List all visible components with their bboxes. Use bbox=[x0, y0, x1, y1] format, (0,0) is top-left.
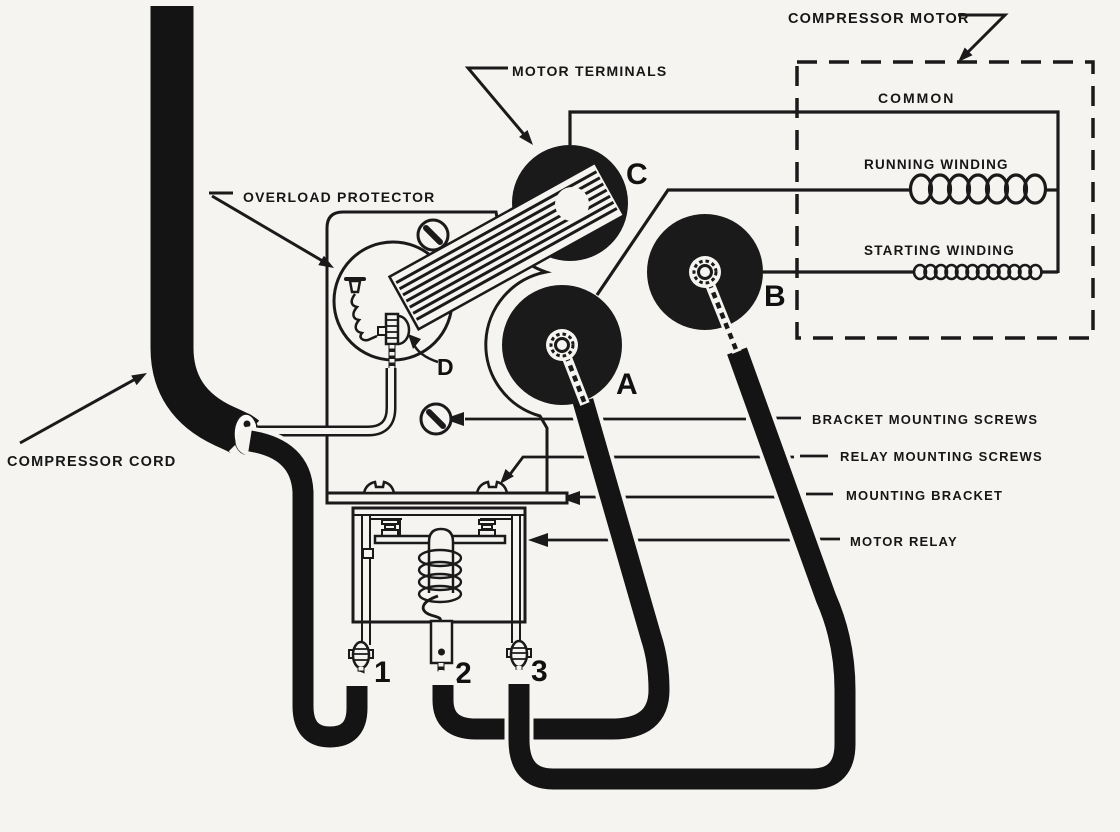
bracket-screw-mid bbox=[419, 402, 453, 436]
arrow-icon bbox=[519, 130, 533, 145]
dashed-enclosure bbox=[795, 60, 1095, 340]
relay-rail-left bbox=[361, 515, 371, 645]
callout-terminal-d: D bbox=[408, 334, 454, 380]
overload-protector-leader bbox=[211, 194, 327, 265]
relay-contact-stack-right bbox=[478, 519, 496, 537]
arrow-icon bbox=[408, 334, 421, 349]
motor-terminals-leader bbox=[464, 66, 529, 139]
lead-cord-to-terminal-1 bbox=[235, 426, 372, 752]
compressor-cord-leader bbox=[19, 375, 140, 445]
motor-relay-label: MOTOR RELAY bbox=[850, 534, 958, 549]
heater-wire bbox=[350, 293, 378, 342]
relay-contact-stack-left bbox=[381, 519, 399, 537]
running-winding-label: RUNNING WINDING bbox=[864, 157, 1009, 172]
common-wire bbox=[568, 110, 1060, 273]
relay-side-contact bbox=[362, 548, 374, 559]
overload-terminal-post-left bbox=[344, 277, 366, 294]
relay-terminal-3-label: 3 bbox=[531, 655, 548, 688]
terminal-d-leader bbox=[411, 342, 439, 364]
lead-terminal-a-to-2 bbox=[428, 386, 674, 744]
arrow-icon bbox=[500, 469, 514, 484]
compressor-cord-label: COMPRESSOR CORD bbox=[7, 454, 176, 470]
relay-terminal-1-label: 1 bbox=[374, 656, 391, 689]
callout-compressor-motor: COMPRESSOR MOTOR bbox=[788, 11, 1009, 62]
plate-outline bbox=[325, 210, 552, 497]
motor-winding-wires bbox=[568, 110, 1060, 296]
lead-terminal-b-to-3 bbox=[504, 336, 860, 794]
overload-protector-label: OVERLOAD PROTECTOR bbox=[243, 189, 435, 205]
starting-winding-label: STARTING WINDING bbox=[864, 243, 1015, 258]
terminal-b bbox=[647, 214, 763, 354]
terminal-c-label: C bbox=[626, 158, 648, 191]
compressor-cord bbox=[150, 6, 260, 455]
arrow-icon bbox=[131, 373, 147, 386]
relay-screw-left bbox=[362, 480, 396, 495]
terminal-a-label: A bbox=[616, 368, 638, 401]
bracket-mounting-screws-label: BRACKET MOUNTING SCREWS bbox=[812, 412, 1038, 427]
blade-hole bbox=[438, 648, 445, 656]
terminal-d-label: D bbox=[437, 354, 454, 380]
running-winding-coil bbox=[908, 173, 1048, 205]
callout-relay-mounting-screws: RELAY MOUNTING SCREWS bbox=[500, 449, 1043, 484]
cord-wire-stub-top bbox=[243, 420, 251, 428]
terminal-b-label: B bbox=[764, 280, 786, 313]
callout-overload-protector: OVERLOAD PROTECTOR bbox=[209, 189, 435, 268]
arrow-icon bbox=[444, 412, 464, 426]
screw-slot-icon bbox=[426, 409, 446, 429]
relay-rail-right bbox=[511, 515, 521, 643]
arrow-icon bbox=[528, 533, 548, 547]
relay-terminal-2-label: 2 bbox=[455, 657, 472, 690]
common-label: COMMON bbox=[878, 90, 955, 106]
callout-mounting-bracket: MOUNTING BRACKET bbox=[560, 488, 1003, 505]
compressor-motor-box: COMMON RUNNING WINDING STARTING WINDING bbox=[795, 60, 1095, 340]
callout-motor-relay: MOTOR RELAY bbox=[528, 533, 958, 549]
cord-body bbox=[150, 6, 260, 454]
terminal-d-connector bbox=[377, 312, 411, 346]
arrow-icon bbox=[958, 47, 973, 62]
bracket-bar bbox=[325, 491, 569, 505]
cord-conduit-to-d bbox=[256, 368, 397, 437]
motor-relay: 1 2 3 bbox=[348, 506, 548, 690]
bracket-screw-top bbox=[416, 218, 450, 252]
relay-coil-lead bbox=[421, 594, 442, 622]
screw-slot-icon bbox=[423, 225, 443, 245]
starting-winding-coil bbox=[912, 263, 1043, 281]
mounting-bracket bbox=[325, 480, 569, 505]
callout-motor-terminals: MOTOR TERMINALS bbox=[464, 63, 667, 145]
terminal-c-hole bbox=[555, 187, 589, 221]
callout-compressor-cord: COMPRESSOR CORD bbox=[7, 373, 176, 470]
terminal-a bbox=[502, 285, 622, 406]
relay-coil-spring bbox=[417, 548, 463, 604]
motor-terminals-label: MOTOR TERMINALS bbox=[512, 63, 667, 79]
compressor-motor-label: COMPRESSOR MOTOR bbox=[788, 11, 970, 27]
relay-mounting-screws-label: RELAY MOUNTING SCREWS bbox=[840, 449, 1043, 464]
mounting-bracket-label: MOUNTING BRACKET bbox=[846, 488, 1003, 503]
running-winding-wire bbox=[595, 188, 912, 296]
relay-screws-leader bbox=[506, 454, 828, 478]
arrow-icon bbox=[560, 491, 580, 505]
relay-screw-right bbox=[475, 480, 509, 495]
compressor-motor-leader bbox=[958, 13, 1009, 59]
